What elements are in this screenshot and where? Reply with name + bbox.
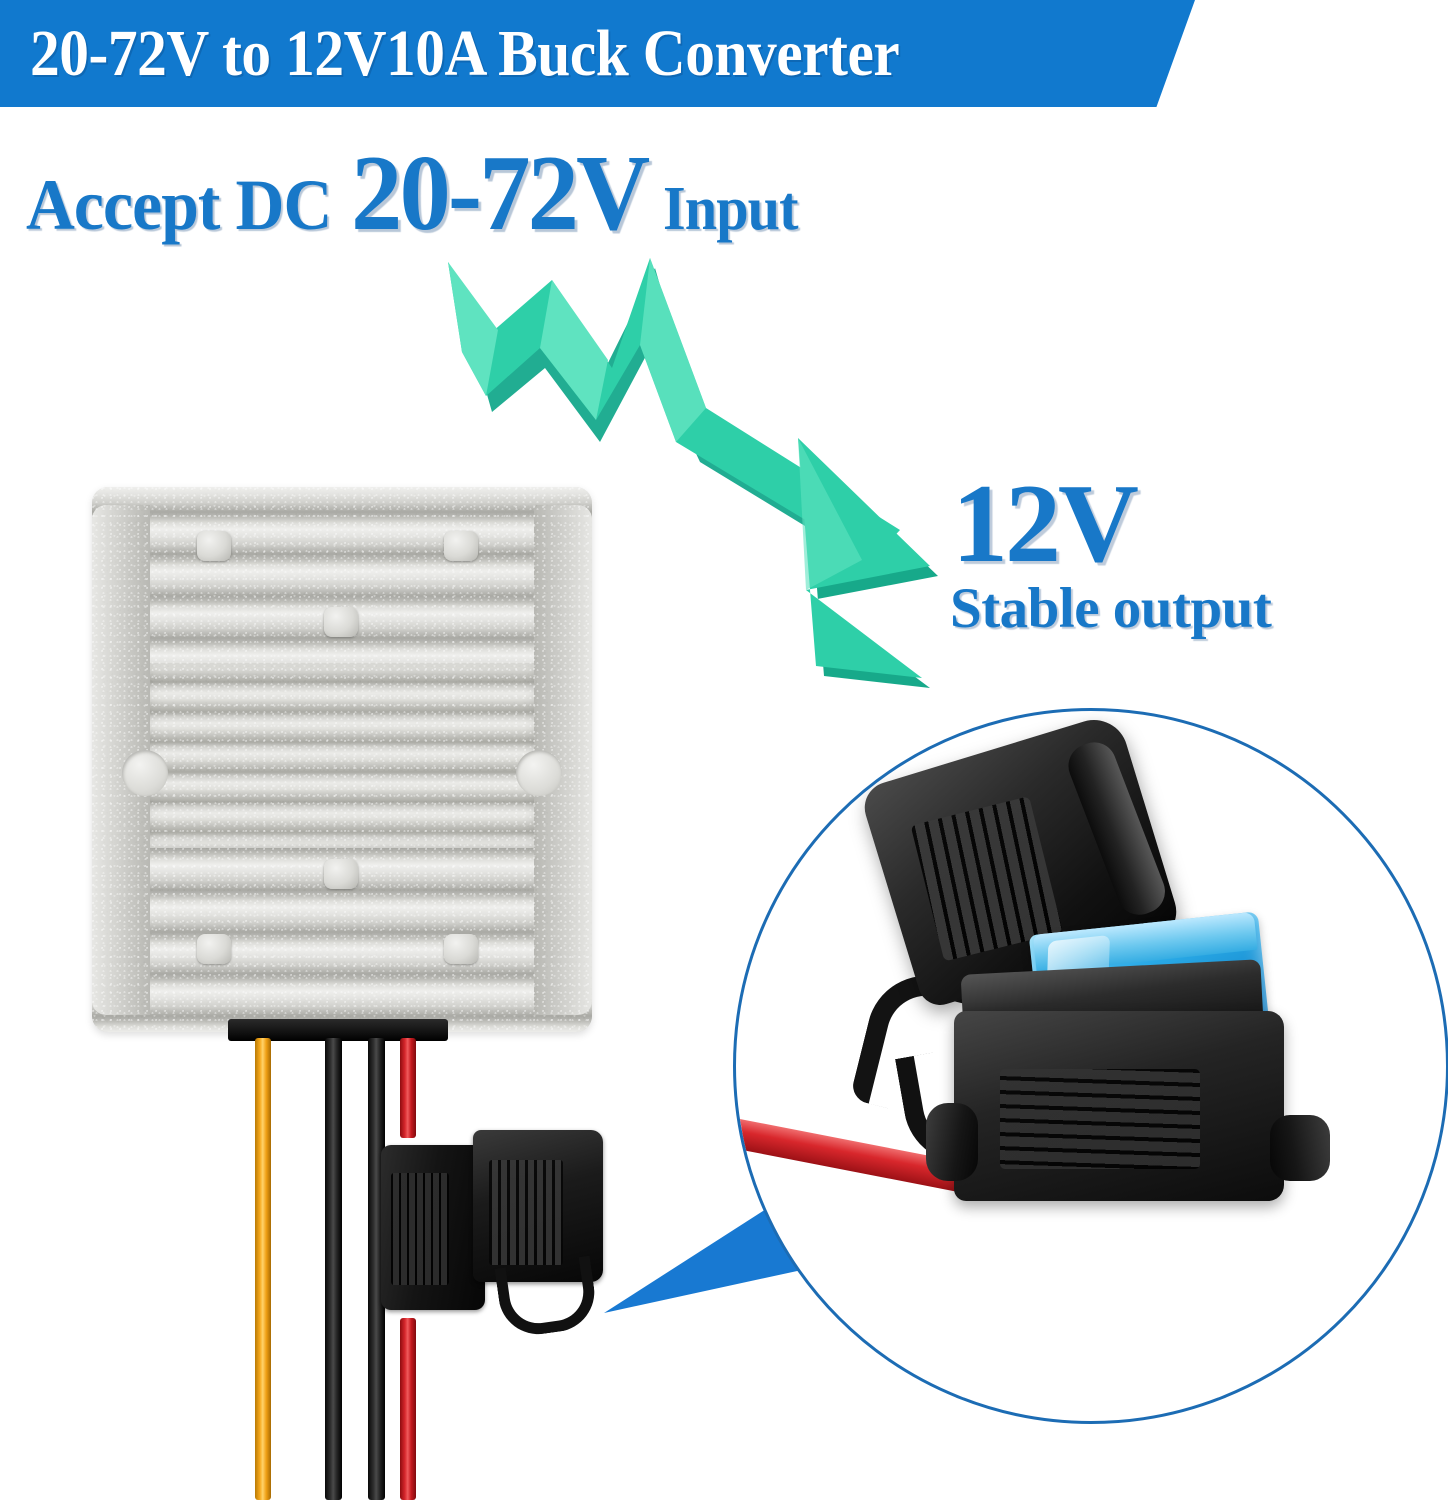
mounting-hole-left [122, 750, 168, 796]
fuse-holder-latch-hook [494, 1255, 600, 1340]
cast-alloy-texture [92, 487, 592, 1032]
black-wire-2 [368, 1038, 385, 1500]
title-banner [0, 0, 1195, 107]
wire-exit-block [228, 1019, 448, 1041]
bolt-bottom-right [444, 934, 478, 964]
mounting-hole-right [516, 750, 562, 796]
black-wire-1 [325, 1038, 342, 1500]
fuse-holder-body-ribs [489, 1160, 563, 1265]
module-center-plateau [146, 663, 538, 848]
red-wire-lower [400, 1318, 416, 1500]
magnified-fuse-holder-base [954, 1011, 1284, 1201]
inline-fuse-holder [381, 1130, 603, 1340]
magnified-holder-nub-left [926, 1103, 978, 1181]
output-voltage: 12V [952, 462, 1139, 586]
bolt-top-right [444, 531, 478, 561]
red-wire-upper [400, 1038, 416, 1138]
headline-suffix: Input [662, 175, 799, 243]
bolt-upper-center [324, 607, 358, 637]
output-label: Stable output [950, 577, 1272, 640]
fuse-holder-cap [381, 1145, 485, 1310]
magnified-base-ribs [1000, 1069, 1200, 1169]
fuse-holder-cap-ribs [391, 1173, 449, 1285]
bolt-top-left [197, 531, 231, 561]
magnified-cap-edge [1062, 735, 1172, 922]
bolt-bottom-left [197, 934, 231, 964]
magnified-holder-nub-right [1270, 1115, 1330, 1181]
bolt-lower-center [324, 859, 358, 889]
headline-prefix: Accept DC [26, 165, 332, 245]
headline-voltage: 20-72V [350, 134, 650, 253]
buck-converter-module [92, 487, 592, 1032]
banner-title: 20-72V to 12V10A Buck Converter [30, 17, 900, 90]
yellow-wire [255, 1038, 271, 1500]
magnified-fuse-detail [733, 708, 1448, 1424]
